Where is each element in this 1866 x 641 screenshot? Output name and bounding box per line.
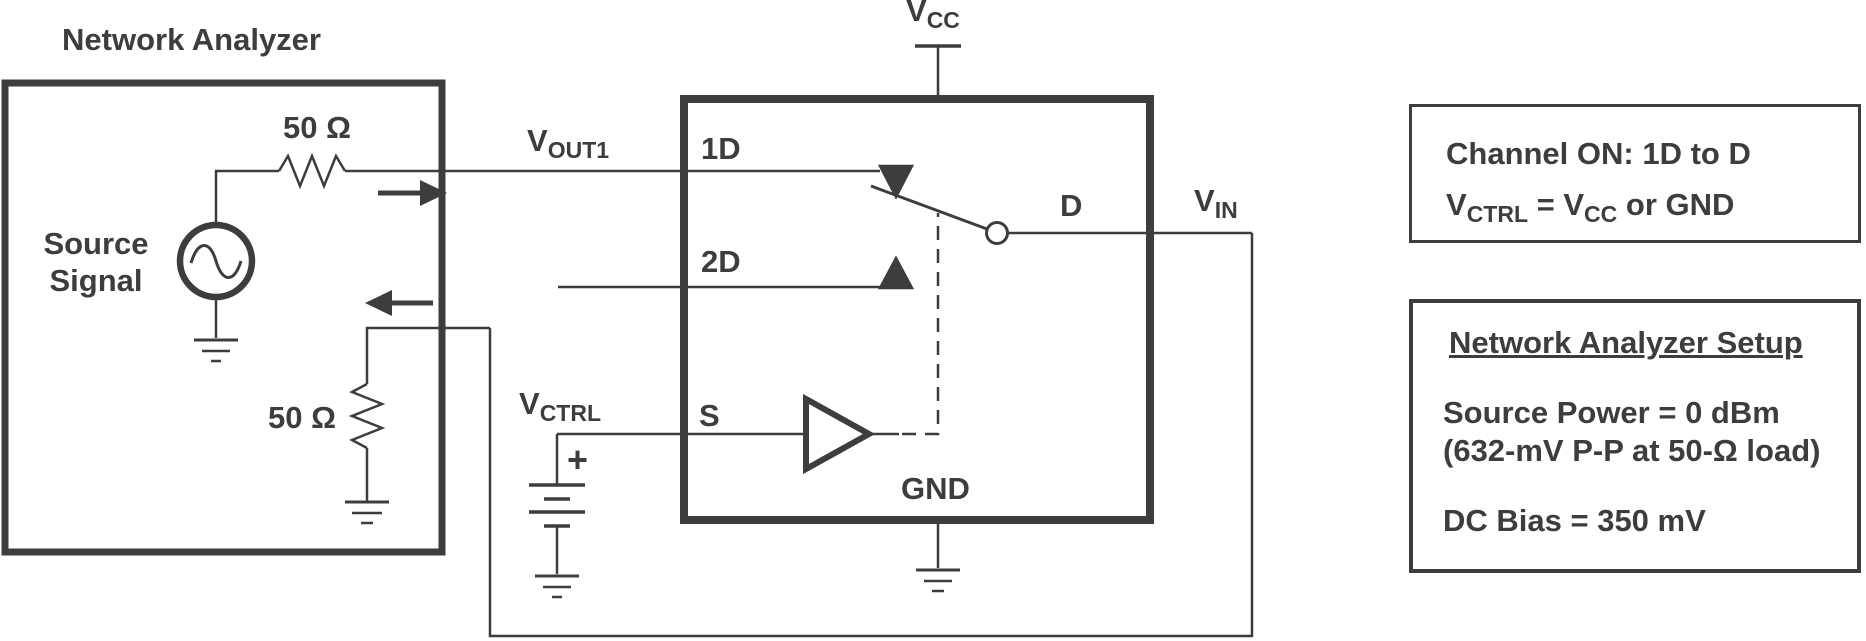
- actuation-dashed-line: [902, 213, 940, 436]
- vcc-main: V: [906, 0, 927, 28]
- network-analyzer-box: [1, 79, 446, 556]
- vin-sub: IN: [1214, 197, 1238, 223]
- wire-receiver: [365, 326, 490, 384]
- vcc-rail-icon: [915, 44, 961, 99]
- source-signal-label: Source Signal: [43, 225, 148, 299]
- vcc-sub: CC: [926, 7, 960, 33]
- battery-icon: [529, 434, 585, 574]
- pin-d-label: D: [1060, 188, 1083, 223]
- shunt-ground-icon: [345, 500, 389, 525]
- setup-note-box: Network Analyzer Setup Source Power = 0 …: [1409, 299, 1861, 573]
- vin-main: V: [1194, 183, 1215, 218]
- pin-1d-label: 1D: [701, 131, 741, 166]
- vctrl-sub: CTRL: [539, 400, 602, 426]
- vout1-main: V: [527, 123, 548, 158]
- device-ground-icon: [916, 568, 960, 593]
- contact-2d-triangle: [877, 255, 915, 290]
- source-ground-icon: [194, 338, 238, 363]
- shunt-resistor-zigzag: [348, 382, 386, 450]
- setup-note-line3: DC Bias = 350 mV: [1443, 503, 1706, 538]
- vctrl-label: VCTRL: [519, 386, 601, 427]
- vctrl-main: V: [519, 386, 540, 421]
- shunt-resistor-label: 50 Ω: [268, 400, 336, 435]
- series-resistor-label: 50 Ω: [283, 110, 351, 145]
- source-label-line1: Source: [43, 226, 149, 261]
- source-top-wire: [214, 169, 279, 225]
- pin-2d-label: 2D: [701, 244, 741, 279]
- channel-note-equals-vcc: = V: [1528, 187, 1585, 222]
- pin-gnd-label: GND: [901, 471, 970, 506]
- source-label-line2: Signal: [49, 263, 143, 298]
- contact-1d-triangle: [877, 164, 915, 200]
- battery-ground-icon: [535, 574, 579, 599]
- return-arrow-icon: [365, 290, 433, 316]
- channel-note-vctrl-sub: CTRL: [1466, 201, 1529, 227]
- channel-note-vctrl-main: V: [1446, 187, 1467, 222]
- wire-vin-loop: [488, 233, 1254, 638]
- setup-note-line1: Source Power = 0 dBm: [1443, 395, 1780, 430]
- pin-s-label: S: [699, 398, 720, 433]
- network-analyzer-title: Network Analyzer: [62, 22, 321, 57]
- vcc-label: VCC: [906, 0, 960, 33]
- switch-device-box: [680, 95, 1154, 524]
- channel-note-or-gnd: or GND: [1617, 187, 1735, 222]
- vout1-sub: OUT1: [547, 137, 610, 163]
- battery-plus-label: +: [567, 439, 589, 480]
- sine-wave-icon: [189, 244, 243, 279]
- series-resistor-zigzag: [277, 152, 347, 190]
- channel-note-vcc-sub: CC: [1584, 201, 1618, 227]
- buffer-triangle: [803, 393, 876, 475]
- setup-note-line2: (632-mV P-P at 50-Ω load): [1443, 433, 1821, 468]
- switch-arm: [870, 184, 988, 231]
- setup-note-title: Network Analyzer Setup: [1449, 325, 1803, 360]
- vin-label: VIN: [1194, 183, 1238, 224]
- channel-note-line1: Channel ON: 1D to D: [1446, 136, 1751, 171]
- channel-note-line2: VCTRL = VCC or GND: [1446, 187, 1735, 228]
- vout1-label: VOUT1: [527, 123, 609, 164]
- channel-note-box: Channel ON: 1D to D VCTRL = VCC or GND: [1409, 104, 1861, 243]
- forward-arrow-icon: [378, 180, 447, 206]
- switch-pole-circle: [985, 221, 1009, 245]
